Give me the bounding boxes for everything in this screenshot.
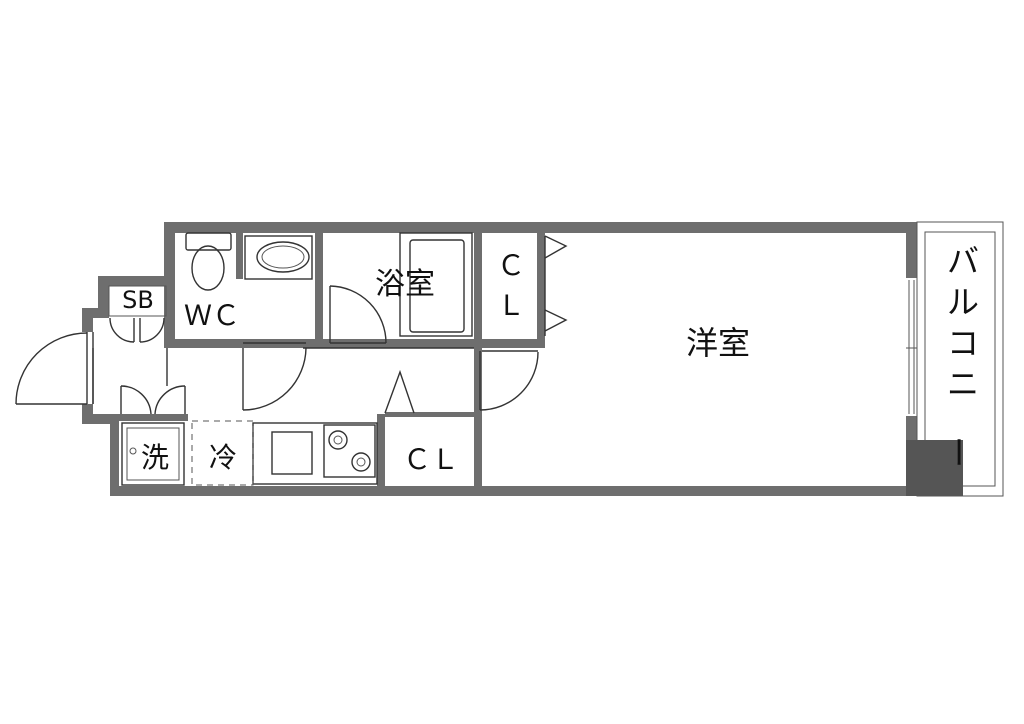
room-label-washer: 洗 (141, 441, 169, 474)
shoe-box (108, 285, 167, 317)
fridge-space (191, 420, 254, 486)
sink-icon (271, 431, 313, 475)
balcony (916, 221, 1004, 497)
room-label-bathroom: 浴室 (375, 267, 435, 302)
stove-icon (323, 424, 376, 478)
toilet-icon (185, 232, 232, 291)
window-icon (906, 280, 917, 414)
room-label-toilet: ＷＣ (184, 299, 240, 332)
room-label-balcony: バルコニー (939, 242, 979, 468)
room-label-closet-lower: ＣＬ (403, 443, 459, 476)
washer-pan (121, 422, 185, 486)
room-label-closet-upper: ＣＬ (497, 249, 525, 322)
room-label-fridge: 冷 (209, 441, 237, 474)
washbasin-icon (244, 235, 313, 280)
bathtub-icon (399, 232, 473, 337)
room-label-western-room: 洋室 (686, 324, 750, 362)
walls (82, 222, 963, 496)
room-label-shoe-box: SB (122, 286, 154, 314)
door-swing-icon (15, 235, 568, 415)
